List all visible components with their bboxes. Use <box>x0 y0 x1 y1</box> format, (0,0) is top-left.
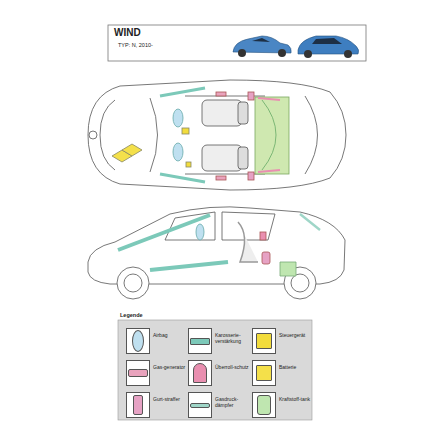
car-side-view <box>88 207 345 299</box>
legend-text: Karosserie-verstärkung <box>215 332 249 344</box>
type-label: TYP: N, 2010- <box>118 42 153 48</box>
legend-swatch <box>128 369 148 377</box>
car-top-view <box>88 80 346 190</box>
legend-text: Überroll-schutz <box>215 364 249 370</box>
legend-heading: Legende <box>120 312 143 318</box>
legend-text: Gurt-straffer <box>153 396 187 402</box>
title-text: WIND <box>114 27 141 38</box>
legend-panel <box>118 320 312 420</box>
legend-text: Gasdruck-dämpfer <box>215 396 249 408</box>
legend-text: Steuergerät <box>279 332 313 338</box>
legend-text: Batterie <box>279 364 313 370</box>
legend-swatch <box>193 363 207 383</box>
legend-text: Airbag <box>153 332 187 338</box>
legend-swatch <box>256 333 272 349</box>
legend-swatch <box>190 338 210 345</box>
legend-swatch <box>190 403 210 408</box>
title-box <box>108 25 366 61</box>
legend-swatch <box>256 365 272 381</box>
car-thumbnails <box>233 36 359 58</box>
legend-text: Kraftstoff-tank <box>279 396 313 402</box>
legend-text: Gas-generator <box>153 364 187 370</box>
legend-swatch <box>257 395 271 415</box>
legend-swatch <box>132 330 144 352</box>
legend-swatch <box>133 395 143 415</box>
